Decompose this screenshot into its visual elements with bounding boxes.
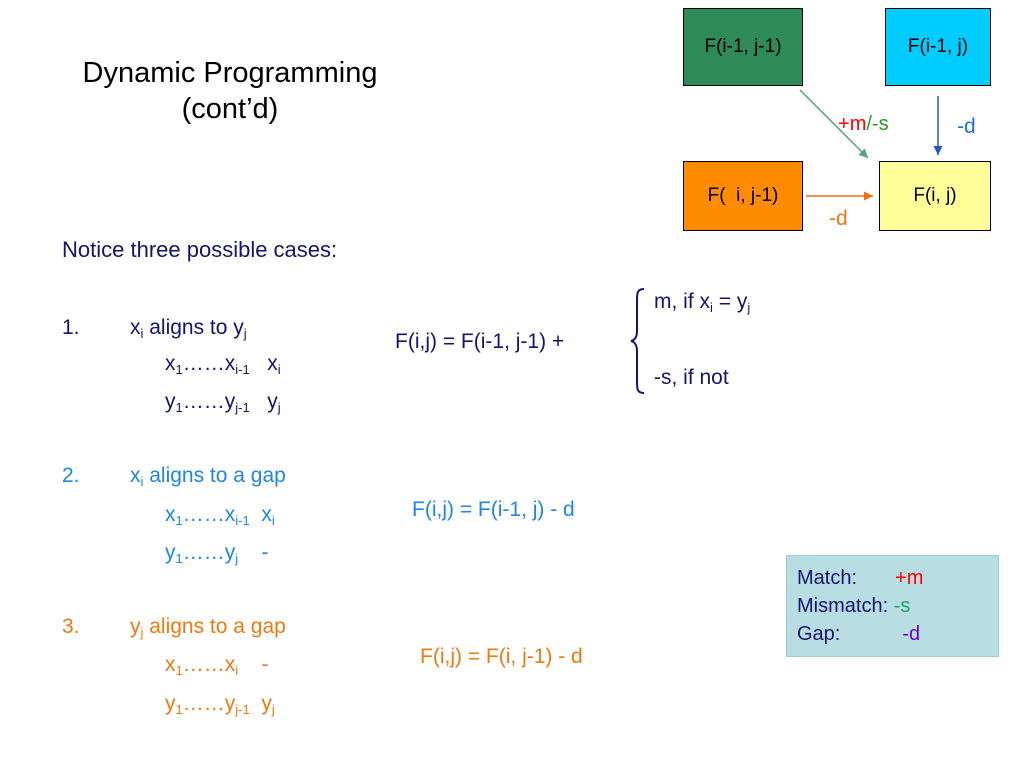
case3-formula: F(i,j) = F(i, j-1) - d (420, 645, 583, 668)
case1-number: 1. (62, 316, 80, 339)
box-diagonal: F(i-1, j-1) (683, 8, 803, 86)
arrow-diagonal (799, 89, 869, 159)
case3-number: 3. (62, 615, 80, 638)
legend-gap: Gap:-d (797, 623, 921, 645)
case3-row-x: x1……xi - (165, 653, 269, 678)
box-diagonal-label: F(i-1, j-1) (704, 36, 782, 57)
box-up: F(i-1, j) (885, 8, 991, 86)
case2-row-y: y1……yj - (165, 541, 269, 566)
curly-brace (630, 288, 645, 394)
scoring-legend: Match:+m Mismatch: -s Gap:-d (786, 555, 999, 657)
case2-number: 2. (62, 464, 80, 487)
arrow-diagonal-label: +m/-s (838, 113, 889, 135)
case2-row-x: x1……xi-1 xi (165, 503, 275, 528)
case1-option-match: m, if xi = yj (654, 290, 751, 315)
box-left-label: F( i, j-1) (707, 185, 779, 206)
box-current: F(i, j) (879, 161, 991, 231)
title-line-1: Dynamic Programming (82, 57, 378, 89)
case1-option-mismatch: -s, if not (654, 366, 729, 389)
case1-formula: F(i,j) = F(i-1, j-1) + (395, 330, 565, 353)
slide-title: Dynamic Programming (cont’d) (0, 55, 460, 127)
box-left: F( i, j-1) (683, 161, 803, 231)
notice-text: Notice three possible cases: (62, 237, 338, 262)
box-current-label: F(i, j) (913, 185, 957, 206)
case1-row-x: x1……xi-1 xi (165, 352, 281, 377)
legend-match: Match:+m (797, 567, 924, 589)
arrow-up-label: -d (957, 115, 976, 138)
title-line-2: (cont’d) (181, 93, 279, 125)
legend-mismatch: Mismatch: -s (797, 595, 911, 617)
arrow-left-label: -d (829, 207, 848, 230)
case2-formula: F(i,j) = F(i-1, j) - d (412, 498, 575, 521)
case2-heading: xi aligns to a gap (130, 464, 286, 489)
box-up-label: F(i-1, j) (907, 36, 969, 57)
case3-row-y: y1……yj-1 yj (165, 692, 275, 717)
case1-heading: xi aligns to yj (130, 316, 247, 341)
case3-heading: yj aligns to a gap (130, 615, 286, 640)
case1-row-y: y1……yj-1 yj (165, 390, 281, 415)
diagram-arrows (799, 89, 943, 201)
